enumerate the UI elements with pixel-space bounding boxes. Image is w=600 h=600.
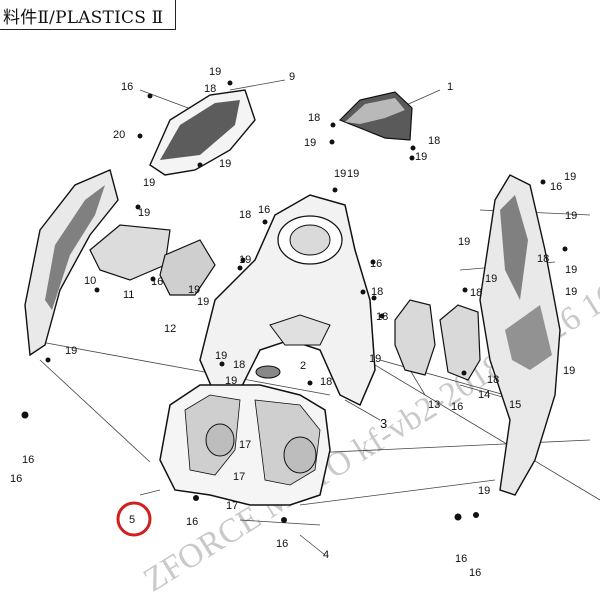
callout-10: 10 xyxy=(84,275,96,287)
callout-19: 19 xyxy=(565,210,577,222)
callout-16: 16 xyxy=(370,258,382,270)
callout-1: 1 xyxy=(447,81,453,93)
callout-18: 18 xyxy=(376,311,388,323)
callout-16: 16 xyxy=(186,516,198,528)
callout-19: 19 xyxy=(347,168,359,180)
callout-19: 19 xyxy=(415,151,427,163)
callout-19: 19 xyxy=(485,273,497,285)
callout-18: 18 xyxy=(428,135,440,147)
callout-19: 19 xyxy=(369,353,381,365)
callout-19: 19 xyxy=(215,350,227,362)
callout-14: 14 xyxy=(478,389,490,401)
part-12-bracket xyxy=(159,239,216,296)
part-13-panel xyxy=(394,299,436,376)
callout-18: 18 xyxy=(487,374,499,386)
callout-16: 16 xyxy=(22,454,34,466)
callout-19: 19 xyxy=(565,264,577,276)
part-11-bracket xyxy=(89,224,171,281)
callout-19: 19 xyxy=(197,296,209,308)
callout-16: 16 xyxy=(121,81,133,93)
callout-18: 18 xyxy=(239,209,251,221)
callout-19: 19 xyxy=(138,207,150,219)
callout-19: 19 xyxy=(239,254,251,266)
callout-19: 19 xyxy=(304,137,316,149)
callout-16: 16 xyxy=(550,181,562,193)
callout-16: 16 xyxy=(469,567,481,579)
callout-19: 19 xyxy=(188,284,200,296)
callout-5: 5 xyxy=(129,514,135,526)
callout-3: 3 xyxy=(380,416,387,431)
callout-20: 20 xyxy=(113,129,125,141)
callout-19: 19 xyxy=(225,375,237,387)
callout-19: 19 xyxy=(334,168,346,180)
callout-18: 18 xyxy=(308,112,320,124)
callout-16: 16 xyxy=(451,401,463,413)
callout-19: 19 xyxy=(219,158,231,170)
callout-16: 16 xyxy=(455,553,467,565)
callout-18: 18 xyxy=(537,253,549,265)
callout-18: 18 xyxy=(204,83,216,95)
part-10-left-panel xyxy=(24,169,119,357)
callout-19: 19 xyxy=(458,236,470,248)
callout-17: 17 xyxy=(226,500,238,512)
callout-12: 12 xyxy=(164,323,176,335)
callout-19: 19 xyxy=(564,171,576,183)
callout-18: 18 xyxy=(371,286,383,298)
callout-18: 18 xyxy=(470,287,482,299)
callout-4: 4 xyxy=(323,549,329,561)
callout-9: 9 xyxy=(289,71,295,83)
part-14-panel xyxy=(439,304,481,381)
fasteners xyxy=(21,80,568,523)
callout-2: 2 xyxy=(300,360,306,372)
title-box: 料件Ⅱ/PLASTICS Ⅱ xyxy=(0,0,176,30)
callout-19: 19 xyxy=(209,66,221,78)
callout-17: 17 xyxy=(239,439,251,451)
callout-15: 15 xyxy=(509,399,521,411)
callout-17: 17 xyxy=(233,471,245,483)
callout-13: 13 xyxy=(428,399,440,411)
callout-18: 18 xyxy=(320,376,332,388)
highlight-ring-part-5 xyxy=(116,501,152,537)
callout-16: 16 xyxy=(151,276,163,288)
callout-19: 19 xyxy=(65,345,77,357)
callout-18: 18 xyxy=(233,359,245,371)
callout-19: 19 xyxy=(478,485,490,497)
callout-19: 19 xyxy=(563,365,575,377)
callout-19: 19 xyxy=(565,286,577,298)
callout-11: 11 xyxy=(123,289,134,301)
callout-16: 16 xyxy=(258,204,270,216)
callout-16: 16 xyxy=(10,473,22,485)
callout-16: 16 xyxy=(276,538,288,550)
callout-labels: 1 2 3 4 5 9 10 11 12 13 14 15 16 16 16 1… xyxy=(10,66,577,579)
callout-19: 19 xyxy=(143,177,155,189)
page-title: 料件Ⅱ/PLASTICS Ⅱ xyxy=(3,8,164,28)
